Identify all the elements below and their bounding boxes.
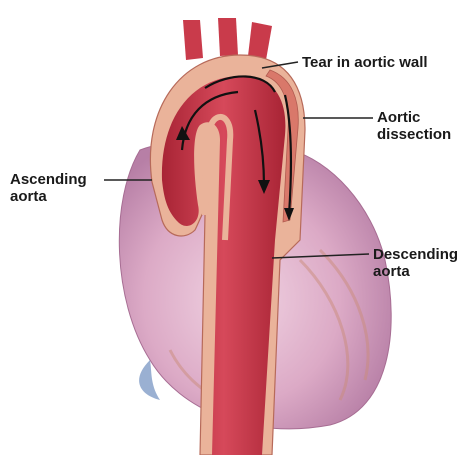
branch-vessel-1	[183, 20, 203, 60]
label-tear-in-aortic-wall: Tear in aortic wall	[302, 54, 428, 71]
label-aortic-dissection: Aortic dissection	[377, 109, 451, 143]
branch-vessel-2	[218, 18, 238, 56]
label-descending-aorta: Descending aorta	[373, 246, 458, 280]
branch-vessel-3	[248, 22, 272, 60]
label-ascending-aorta: Ascending aorta	[10, 171, 87, 205]
